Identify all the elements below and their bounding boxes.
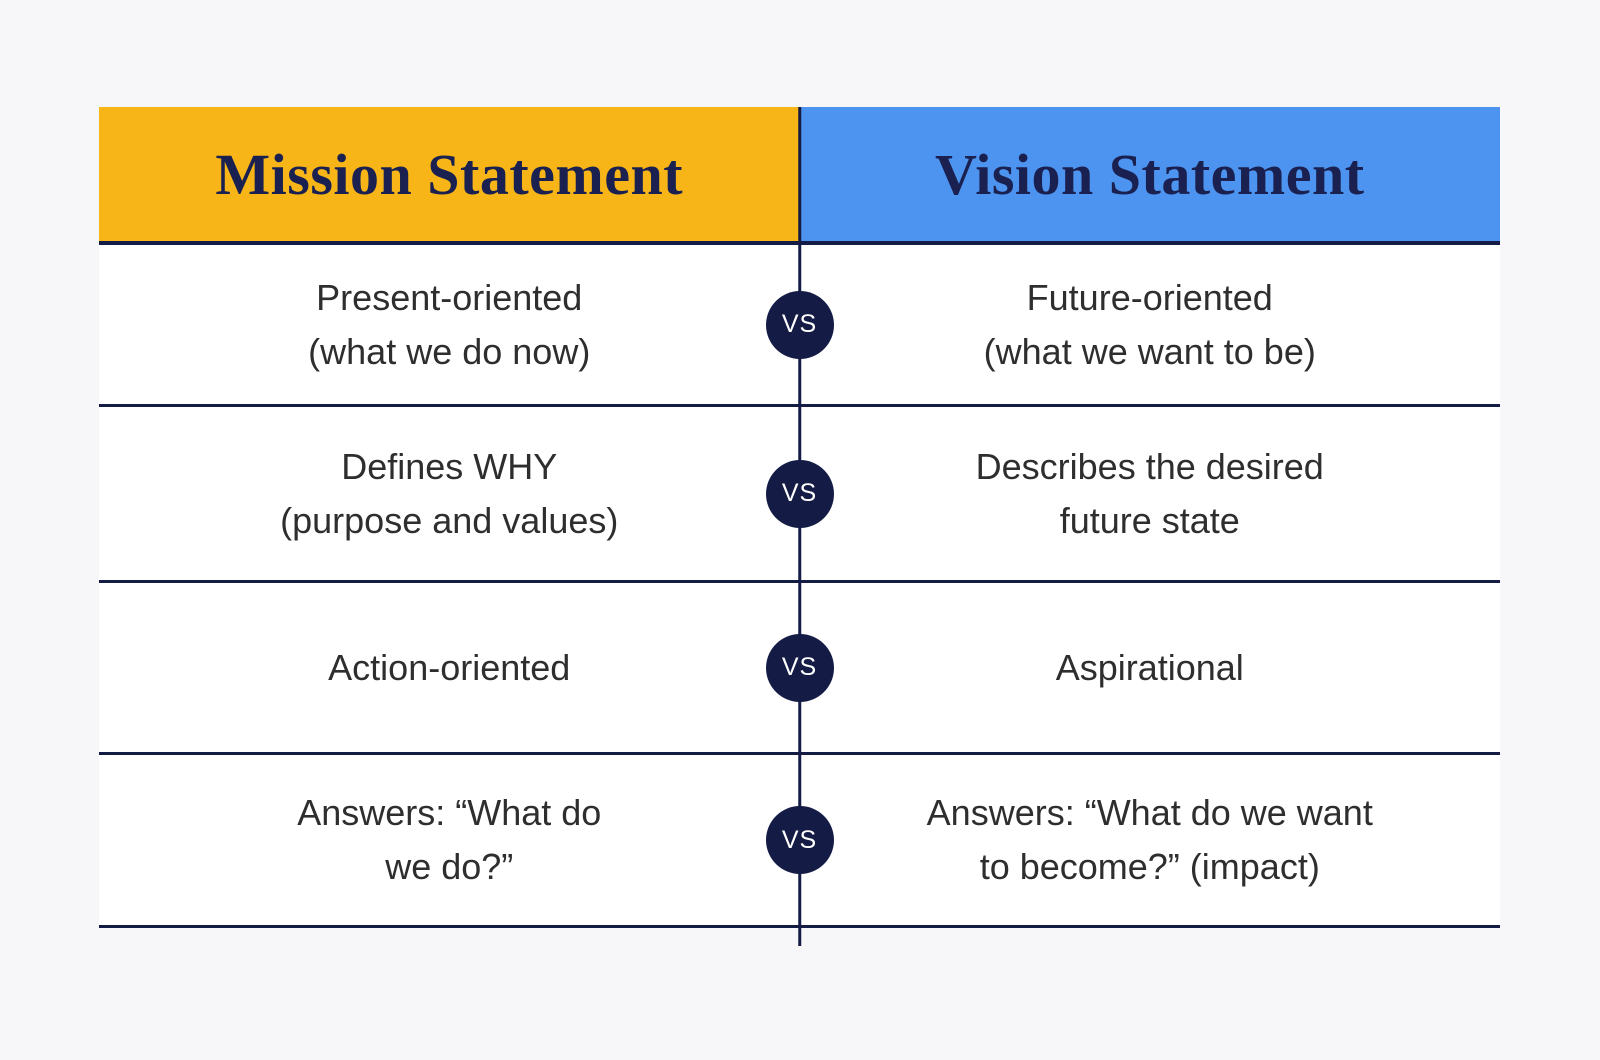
vs-badge-label: VS bbox=[781, 653, 818, 681]
cell-text-line: Defines WHY bbox=[341, 445, 558, 487]
cell-text-line: to become?” (impact) bbox=[979, 846, 1320, 887]
cell-text-line: Present-oriented bbox=[316, 276, 583, 318]
cell-text-line: (purpose and values) bbox=[280, 499, 619, 541]
cell-text-line: Future-oriented bbox=[1026, 276, 1273, 318]
mission-header-cell: Mission Statement bbox=[99, 107, 800, 241]
vision-cell-purpose: Describes the desired future state bbox=[800, 407, 1501, 580]
vs-badge: VS bbox=[765, 633, 834, 702]
vs-badge-label: VS bbox=[781, 825, 818, 854]
vision-cell-answers: Answers: “What do we want to become?” (i… bbox=[800, 755, 1501, 925]
vs-badge-label: VS bbox=[781, 479, 818, 507]
cell-text-line: Action-oriented bbox=[328, 646, 571, 688]
mission-header-label: Mission Statement bbox=[215, 141, 684, 207]
vision-header-cell: Vision Statement bbox=[799, 107, 1500, 241]
comparison-table: Mission Statement Vision Statement Prese… bbox=[99, 107, 1501, 946]
cell-text-line: Answers: “What do bbox=[297, 792, 602, 833]
vs-badge-label: VS bbox=[781, 310, 818, 338]
mission-cell-orientation: Present-oriented (what we do now) bbox=[99, 245, 800, 404]
vision-cell-orientation: Future-oriented (what we want to be) bbox=[800, 245, 1501, 404]
vision-cell-style: Aspirational bbox=[800, 583, 1501, 752]
vs-badge: VS bbox=[765, 459, 834, 528]
mission-cell-style: Action-oriented bbox=[99, 583, 800, 752]
cell-text-line: Describes the desired bbox=[975, 445, 1324, 487]
vs-badge: VS bbox=[765, 290, 834, 359]
cell-text-line: Aspirational bbox=[1055, 646, 1244, 688]
cell-text-line: (what we want to be) bbox=[983, 330, 1316, 372]
vision-header-label: Vision Statement bbox=[934, 141, 1365, 207]
table-header-row: Mission Statement Vision Statement bbox=[99, 107, 1500, 245]
mission-cell-purpose: Defines WHY (purpose and values) bbox=[99, 407, 800, 580]
cell-text-line: future state bbox=[1059, 499, 1240, 541]
cell-text-line: we do?” bbox=[385, 846, 514, 887]
cell-text-line: (what we do now) bbox=[308, 330, 591, 372]
mission-cell-answers: Answers: “What do we do?” bbox=[99, 755, 800, 925]
cell-text-line: Answers: “What do we want bbox=[926, 792, 1373, 833]
vs-badge: VS bbox=[765, 806, 834, 874]
